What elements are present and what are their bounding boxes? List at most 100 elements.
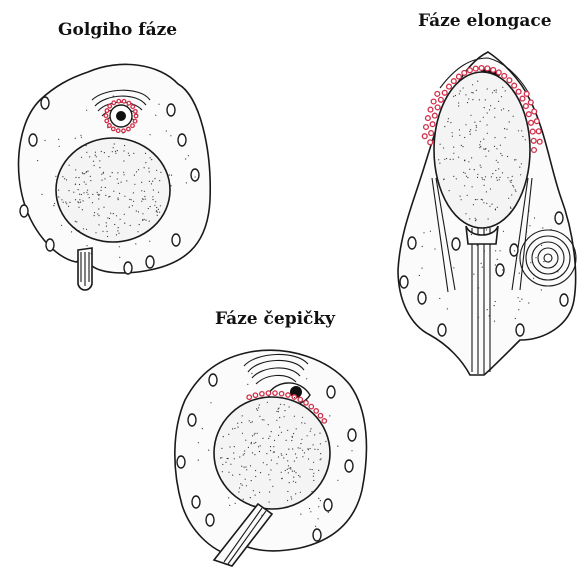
stipple-dot — [515, 318, 516, 319]
acrosome-granule — [431, 99, 436, 104]
stipple-dot — [86, 110, 87, 111]
stipple-dot — [145, 199, 146, 200]
stipple-dot — [486, 203, 487, 204]
stipple-dot — [496, 148, 497, 149]
stipple-dot — [90, 176, 91, 177]
stipple-dot — [469, 218, 470, 219]
stipple-dot — [202, 428, 203, 429]
stipple-dot — [229, 446, 230, 447]
stipple-dot — [86, 145, 87, 146]
acrosome-granule — [286, 393, 290, 397]
stipple-dot — [84, 173, 85, 174]
stipple-dot — [550, 229, 551, 230]
stipple-dot — [118, 227, 119, 228]
stipple-dot — [309, 508, 310, 509]
stipple-dot — [89, 197, 90, 198]
stipple-dot — [438, 159, 439, 160]
stipple-dot — [284, 410, 285, 411]
stipple-dot — [495, 301, 496, 302]
stipple-dot — [148, 208, 149, 209]
stipple-dot — [452, 132, 453, 133]
stipple-dot — [158, 192, 159, 193]
acrosome-granule — [116, 129, 120, 133]
stipple-dot — [301, 422, 302, 423]
stipple-dot — [464, 160, 465, 161]
stipple-dot — [320, 458, 321, 459]
acrosome-granule — [502, 74, 507, 79]
stipple-dot — [99, 160, 100, 161]
stipple-dot — [254, 454, 255, 455]
acrosome-granule — [134, 114, 138, 118]
acrosome-granule — [428, 107, 433, 112]
stipple-dot — [270, 450, 271, 451]
stipple-dot — [472, 99, 473, 100]
acrosome-granule — [112, 127, 116, 131]
stipple-dot — [256, 408, 257, 409]
stipple-dot — [232, 475, 233, 476]
stipple-dot — [313, 444, 314, 445]
stipple-dot — [129, 207, 130, 208]
acrosome-granule — [424, 125, 429, 130]
stipple-dot — [244, 453, 245, 454]
stipple-dot — [98, 224, 99, 225]
stipple-dot — [245, 466, 246, 467]
stipple-dot — [468, 161, 469, 162]
acrosome-granule — [526, 112, 531, 117]
stipple-dot — [245, 479, 246, 480]
stipple-dot — [472, 186, 473, 187]
stipple-dot — [78, 189, 79, 190]
stipple-dot — [465, 94, 466, 95]
stipple-dot — [228, 458, 229, 459]
stipple-dot — [497, 259, 498, 260]
stipple-dot — [291, 440, 292, 441]
stipple-dot — [123, 160, 124, 161]
stipple-dot — [138, 211, 139, 212]
stipple-dot — [237, 427, 238, 428]
acrosome-granule — [131, 124, 135, 128]
acrosome-granule — [451, 79, 456, 84]
stipple-dot — [75, 138, 76, 139]
stipple-dot — [142, 198, 143, 199]
stipple-dot — [456, 178, 457, 179]
stipple-dot — [254, 433, 255, 434]
stipple-dot — [483, 117, 484, 118]
stipple-dot — [266, 453, 267, 454]
stipple-dot — [505, 137, 506, 138]
stipple-dot — [269, 436, 270, 437]
stipple-dot — [156, 210, 157, 211]
stipple-dot — [513, 186, 514, 187]
stipple-dot — [68, 206, 69, 207]
stipple-dot — [486, 124, 487, 125]
stipple-dot — [252, 421, 253, 422]
stipple-dot — [487, 88, 488, 89]
stipple-dot — [281, 432, 282, 433]
stipple-dot — [518, 130, 519, 131]
stipple-dot — [246, 469, 247, 470]
stipple-dot — [470, 129, 471, 130]
acrosome-granule — [447, 84, 452, 89]
stipple-dot — [459, 135, 460, 136]
acrosome-granule — [532, 109, 537, 114]
stipple-dot — [124, 145, 125, 146]
stipple-dot — [313, 462, 314, 463]
stipple-dot — [318, 518, 319, 519]
stipple-dot — [495, 170, 496, 171]
stipple-dot — [520, 174, 521, 175]
stipple-dot — [467, 102, 468, 103]
stipple-dot — [279, 427, 280, 428]
stipple-dot — [113, 191, 114, 192]
stipple-dot — [223, 436, 224, 437]
stipple-dot — [294, 416, 295, 417]
stipple-dot — [92, 194, 93, 195]
acrosome-granule — [117, 99, 121, 103]
stipple-dot — [287, 460, 288, 461]
stipple-dot — [114, 224, 115, 225]
stipple-dot — [258, 446, 259, 447]
stipple-dot — [232, 428, 233, 429]
stipple-dot — [486, 229, 487, 230]
stipple-dot — [83, 192, 84, 193]
stipple-dot — [208, 450, 209, 451]
stipple-dot — [521, 130, 522, 131]
stipple-dot — [481, 177, 482, 178]
